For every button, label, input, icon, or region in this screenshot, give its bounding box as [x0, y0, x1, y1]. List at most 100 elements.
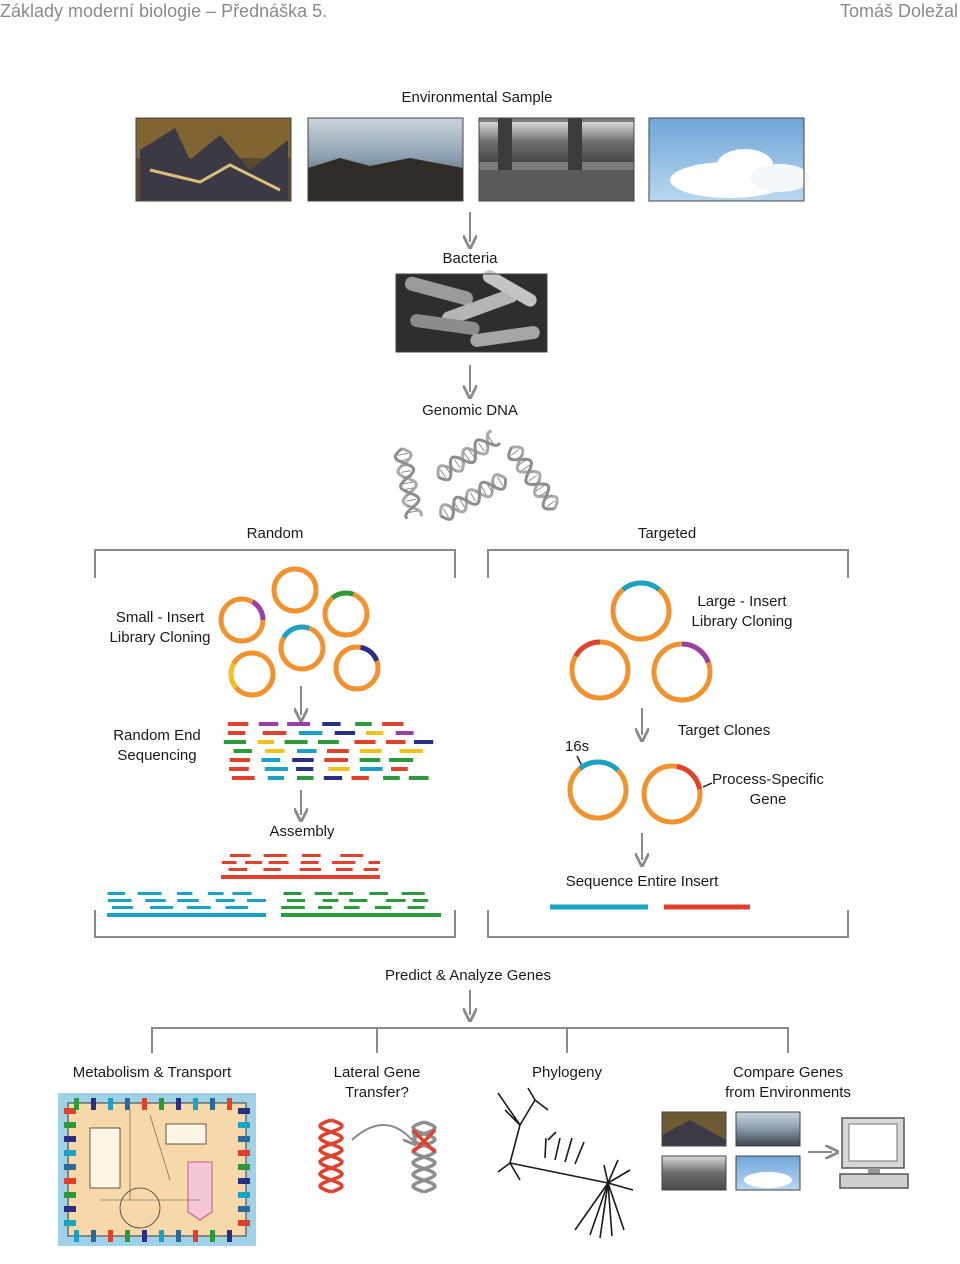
contig-read: [385, 899, 406, 902]
transporter: [238, 1178, 250, 1184]
transporter: [176, 1098, 181, 1110]
author-name: Tomáš Doležal: [839, 1, 958, 21]
contig-read: [300, 861, 319, 864]
sample-photo-sky: [648, 117, 810, 202]
analysis-bracket: [151, 1027, 789, 1053]
transporter: [159, 1230, 164, 1242]
transporter: [74, 1098, 79, 1110]
metabolism-cell-map: [58, 1093, 256, 1246]
read: [385, 740, 406, 744]
sample-photo-coast: [307, 117, 464, 202]
contig-read: [221, 861, 237, 864]
lateral-transfer-label-line1: Lateral Gene: [334, 1064, 421, 1081]
read: [297, 776, 314, 780]
large-plasmid: [610, 580, 672, 642]
contig-read: [340, 854, 364, 857]
transporter: [74, 1230, 79, 1242]
compare-genes-label-line1: Compare Genes: [733, 1064, 843, 1081]
transporter: [64, 1122, 76, 1128]
contig-read: [107, 899, 132, 902]
compare-sample-thumbnails: [661, 1111, 801, 1191]
contig-read: [287, 899, 305, 902]
read: [267, 776, 285, 780]
transporter: [64, 1150, 76, 1156]
read: [395, 731, 414, 735]
large-plasmid: [569, 639, 631, 701]
read: [334, 731, 356, 735]
large-insert-label-line2: Library Cloning: [692, 613, 793, 630]
transporter: [142, 1230, 147, 1242]
compare-genes-label-line2: from Environments: [725, 1084, 851, 1101]
transporter: [193, 1230, 198, 1242]
transporter: [64, 1164, 76, 1170]
contig-read: [232, 892, 252, 895]
contig-read: [107, 892, 126, 895]
small-plasmid: [278, 624, 326, 672]
read: [296, 767, 314, 771]
contig-read: [230, 854, 251, 857]
transporter: [64, 1136, 76, 1142]
contig-read: [299, 868, 321, 871]
read: [297, 749, 317, 753]
process-specific-label-line2: Gene: [750, 791, 787, 808]
sequencing-reads: [223, 722, 434, 780]
lecture-title: Základy moderní biologie – Přednáška 5.: [0, 1, 328, 21]
contig-read: [368, 861, 380, 864]
contig-read: [374, 906, 392, 909]
targeted-bracket-bottom: [487, 910, 849, 938]
read: [232, 776, 255, 780]
contig: [107, 913, 266, 917]
random-end-label-line1: Random End: [113, 727, 201, 744]
read: [318, 740, 339, 744]
transporter: [159, 1098, 164, 1110]
transporter: [125, 1098, 130, 1110]
predict-analyze-label: Predict & Analyze Genes: [385, 967, 551, 984]
read: [328, 767, 350, 771]
transporter: [108, 1230, 113, 1242]
phylogenetic-tree: [497, 1087, 634, 1239]
read: [413, 740, 434, 744]
transporter: [176, 1230, 181, 1242]
lateral-gene-transfer-graphic: [317, 1118, 438, 1194]
transporter: [238, 1206, 250, 1212]
target-clones-label: Target Clones: [678, 722, 771, 739]
transporter: [64, 1192, 76, 1198]
large-insert-plasmids: [569, 580, 713, 703]
dna-helix: [393, 447, 424, 520]
small-plasmid: [218, 596, 266, 644]
transporter: [210, 1230, 215, 1242]
read: [391, 767, 408, 771]
read: [227, 722, 249, 726]
read: [265, 749, 285, 753]
contig-read: [407, 906, 425, 909]
transporter: [193, 1098, 198, 1110]
computer-icon: [839, 1117, 909, 1189]
read: [355, 722, 372, 726]
transporter: [64, 1178, 76, 1184]
contig-read: [335, 868, 353, 871]
read: [298, 731, 323, 735]
read: [233, 749, 253, 753]
transporter: [238, 1192, 250, 1198]
transporter: [91, 1230, 96, 1242]
contig-read: [263, 854, 287, 857]
transporter: [91, 1098, 96, 1110]
membrane-transporters: [64, 1098, 250, 1242]
contig-read: [112, 906, 133, 909]
sequence-entire-insert-label: Sequence Entire Insert: [566, 873, 719, 890]
contig-read: [363, 868, 379, 871]
small-insert-plasmids: [218, 566, 381, 698]
transporter: [238, 1150, 250, 1156]
read: [326, 749, 349, 753]
random-end-label-line2: Sequencing: [117, 747, 196, 764]
read: [284, 740, 308, 744]
small-plasmid: [333, 644, 381, 692]
contig-read: [176, 892, 193, 895]
contig-read: [186, 906, 211, 909]
genomic-dna-helices: [393, 429, 559, 521]
read: [351, 776, 369, 780]
bacteria-label: Bacteria: [442, 250, 498, 267]
environmental-sample-label: Environmental Sample: [402, 89, 553, 106]
read: [223, 740, 246, 744]
read: [359, 749, 382, 753]
